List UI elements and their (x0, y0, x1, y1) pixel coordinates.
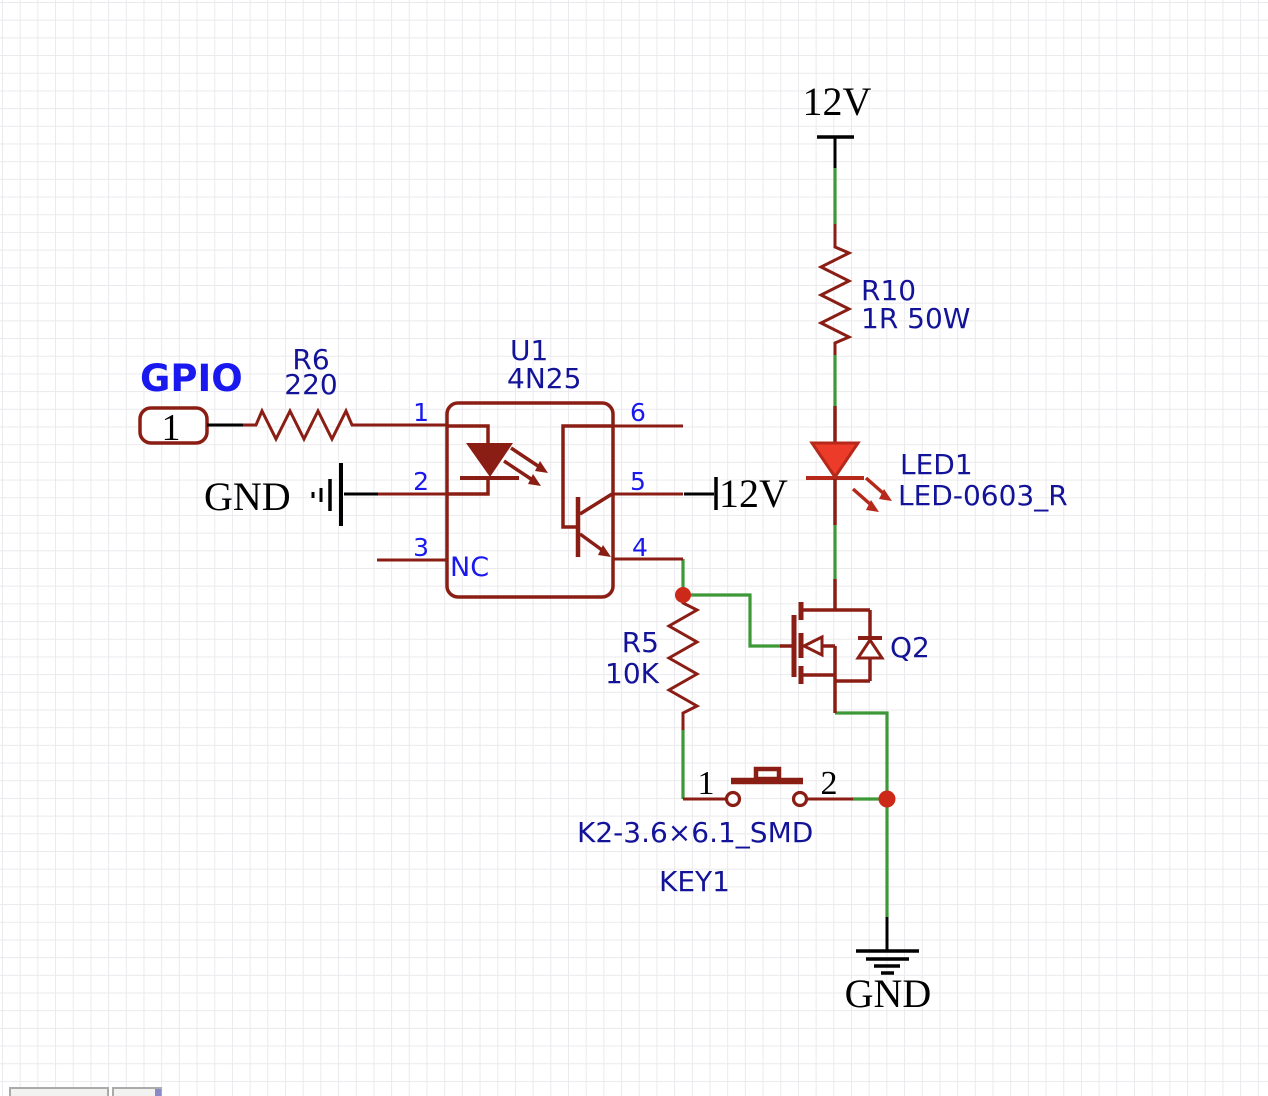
led1[interactable]: LED1 LED-0603_R (806, 406, 1068, 525)
u1-pin4-number: 4 (632, 533, 648, 562)
u1-internal-led-icon (447, 424, 519, 496)
key1-ref: KEY1 (659, 865, 730, 898)
ground-flag-bottom[interactable]: GND (845, 917, 932, 1016)
resistor-r6[interactable]: R6 220 (243, 343, 366, 443)
resistor-r10[interactable]: R10 1R 50W (817, 224, 970, 355)
key1-contact-2 (791, 790, 809, 808)
led1-ref: LED1 (900, 448, 973, 481)
r6-zigzag (243, 407, 366, 443)
r6-ref: R6 (292, 343, 329, 376)
q2-ref: Q2 (890, 631, 930, 664)
u1-nc-label: NC (450, 552, 489, 583)
u1-pin3-number: 3 (413, 533, 429, 562)
r6-value: 220 (284, 368, 337, 401)
gnd-bottom-label: GND (845, 971, 932, 1016)
power-flag-12v-top[interactable]: 12V (803, 79, 872, 168)
junction-dot-key1-gnd (878, 790, 896, 808)
junction-dot-r5-gate (675, 587, 691, 603)
u1-light-arrows-icon (503, 446, 548, 486)
gpio-port[interactable]: GPIO 1 (138, 357, 245, 449)
r5-value: 10K (605, 657, 660, 690)
u1-pin5-number: 5 (630, 467, 646, 496)
gpio-net-label: GPIO (140, 357, 243, 400)
gpio-pad-pin-number: 1 (162, 407, 181, 449)
u1-pin2-number: 2 (413, 467, 429, 496)
r5-ref: R5 (622, 626, 659, 659)
pushbutton-key1[interactable]: 1 2 K2-3.6×6.1_SMD KEY1 (577, 765, 853, 898)
key1-pin1-number: 1 (698, 765, 715, 802)
bottom-panel-fragment-2[interactable] (112, 1087, 162, 1096)
key1-value: K2-3.6×6.1_SMD (577, 816, 813, 849)
u1-pin6-number: 6 (630, 398, 646, 427)
bottom-panel-fragment-1[interactable] (9, 1087, 109, 1096)
wire-q2-source-to-gnd[interactable] (835, 711, 889, 917)
led1-value: LED-0603_R (898, 479, 1068, 512)
u1-ref: U1 (510, 334, 548, 367)
ground-flag-left[interactable]: GND (204, 463, 378, 526)
u1-phototransistor-icon (561, 424, 613, 557)
mosfet-q2[interactable]: Q2 (780, 579, 930, 713)
resistor-r5[interactable]: R5 10K (605, 596, 701, 730)
key1-pin2-number: 2 (821, 765, 838, 802)
r10-value: 1R 50W (861, 302, 970, 335)
r10-zigzag (817, 224, 853, 355)
r10-ref: R10 (861, 274, 916, 307)
key1-button-cap (753, 766, 782, 782)
led1-triangle (809, 441, 861, 480)
q2-body-arrow-icon (800, 634, 824, 658)
gnd-left-label: GND (204, 474, 291, 519)
wire-junction-to-q2-gate[interactable] (688, 593, 782, 648)
r5-zigzag (665, 596, 701, 730)
optocoupler-u1[interactable]: U1 4N25 1 2 3 6 5 4 NC (377, 334, 683, 599)
q2-body-diode-icon (835, 608, 885, 683)
v12-pin5-label: 12V (719, 471, 788, 516)
u1-value: 4N25 (507, 362, 581, 395)
bottom-panel-fragment-accent (155, 1089, 161, 1096)
led1-light-arrows-icon (851, 476, 892, 512)
u1-pin1-number: 1 (413, 398, 429, 427)
v12-top-label: 12V (803, 79, 872, 124)
u1-body (445, 401, 615, 599)
power-flag-12v-pin5[interactable]: 12V (684, 471, 788, 516)
key1-contact-1 (724, 790, 742, 808)
